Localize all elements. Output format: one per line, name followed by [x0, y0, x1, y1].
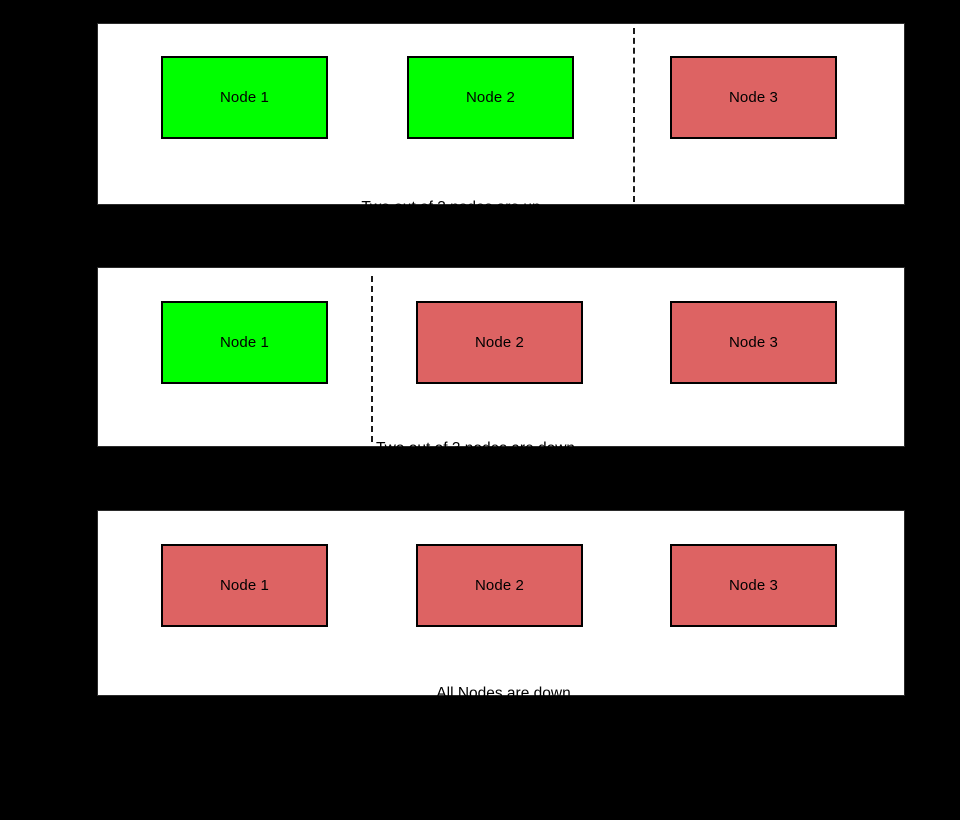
node-label: Node 3: [729, 89, 778, 106]
node-label: Node 2: [475, 577, 524, 594]
node-label: Node 3: [729, 334, 778, 351]
node-box-p1-node-3: Node 3: [670, 56, 837, 139]
node-label: Node 2: [466, 89, 515, 106]
panel-three-caption: All Nodes are down Majority Fails & Clus…: [98, 636, 906, 820]
caption-line-1: Two out of 3 nodes are up: [361, 199, 541, 216]
node-box-p1-node-1: Node 1: [161, 56, 328, 139]
scenario-panel-three: Node 1 Node 2 Node 3 All Nodes are down …: [97, 510, 905, 771]
caption-line-2: Majority Fails & Cluster Stops: [401, 754, 606, 771]
caption-line-1: Two out of 3 nodes are down: [376, 440, 576, 457]
partition-divider-line: [633, 28, 635, 202]
partition-divider-line: [371, 276, 373, 442]
node-box-p2-node-1: Node 1: [161, 301, 328, 384]
node-box-p2-node-2: Node 2: [416, 301, 583, 384]
node-label: Node 1: [220, 89, 269, 106]
diagram-canvas: Node 1 Node 2 Node 3 Two out of 3 nodes …: [97, 23, 905, 771]
caption-line-1: All Nodes are down: [436, 685, 571, 702]
node-box-p2-node-3: Node 3: [670, 301, 837, 384]
node-box-p3-node-1: Node 1: [161, 544, 328, 627]
node-box-p1-node-2: Node 2: [407, 56, 574, 139]
node-label: Node 2: [475, 334, 524, 351]
node-label: Node 1: [220, 577, 269, 594]
node-label: Node 3: [729, 577, 778, 594]
node-box-p3-node-3: Node 3: [670, 544, 837, 627]
node-box-p3-node-2: Node 2: [416, 544, 583, 627]
scenario-panel-two: Node 1 Node 2 Node 3 Two out of 3 nodes …: [97, 267, 905, 526]
node-label: Node 1: [220, 334, 269, 351]
scenario-panel-one: Node 1 Node 2 Node 3 Two out of 3 nodes …: [97, 23, 905, 285]
